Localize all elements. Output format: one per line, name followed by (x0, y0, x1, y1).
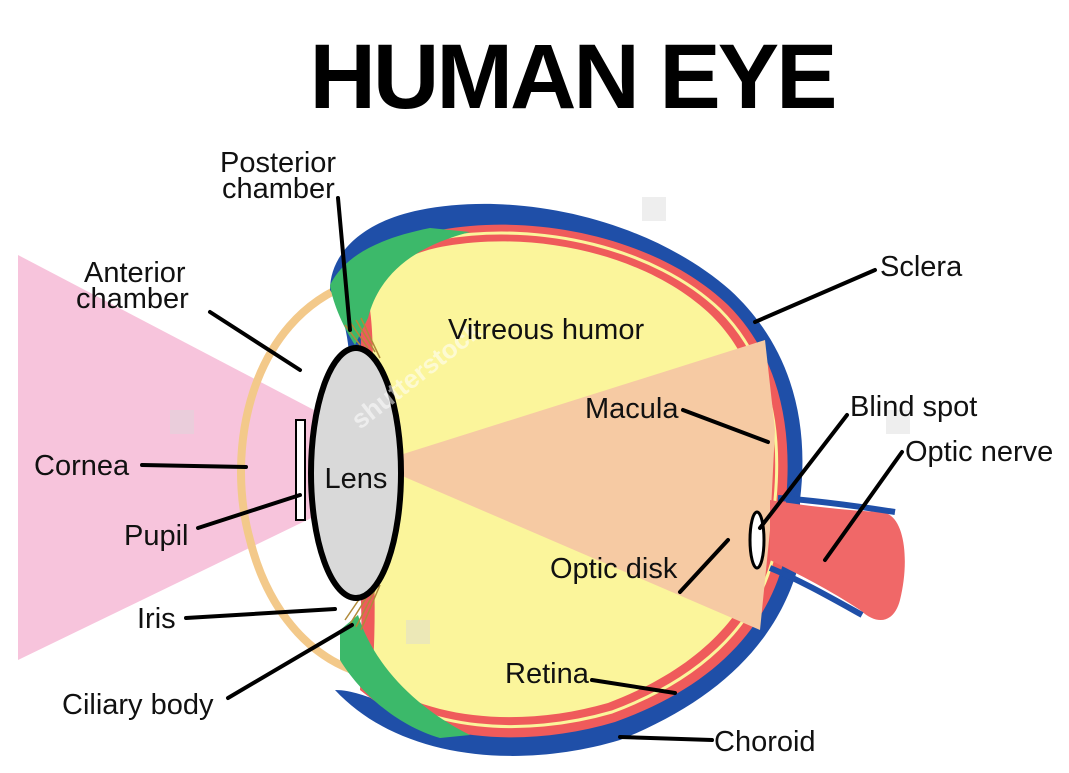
label-iris: Iris (137, 603, 176, 635)
label-retina: Retina (505, 658, 590, 690)
label-lens: Lens (325, 463, 388, 495)
label-cornea: Cornea (34, 450, 130, 482)
label-blind-spot: Blind spot (850, 391, 977, 423)
label-pupil: Pupil (124, 520, 189, 552)
iris-top (296, 420, 305, 520)
label-vitreous-humor: Vitreous humor (448, 314, 644, 346)
page-title: HUMAN EYE (309, 26, 834, 128)
label-ciliary-body: Ciliary body (62, 689, 214, 721)
label-anterior-chamber-2: chamber (76, 283, 189, 315)
optic-disk-oval (750, 512, 764, 568)
label-posterior-chamber-2: chamber (222, 173, 335, 205)
label-optic-disk: Optic disk (550, 553, 678, 585)
label-choroid: Choroid (714, 726, 816, 758)
label-optic-nerve: Optic nerve (905, 436, 1053, 468)
label-macula: Macula (585, 393, 679, 425)
label-sclera: Sclera (880, 251, 963, 283)
